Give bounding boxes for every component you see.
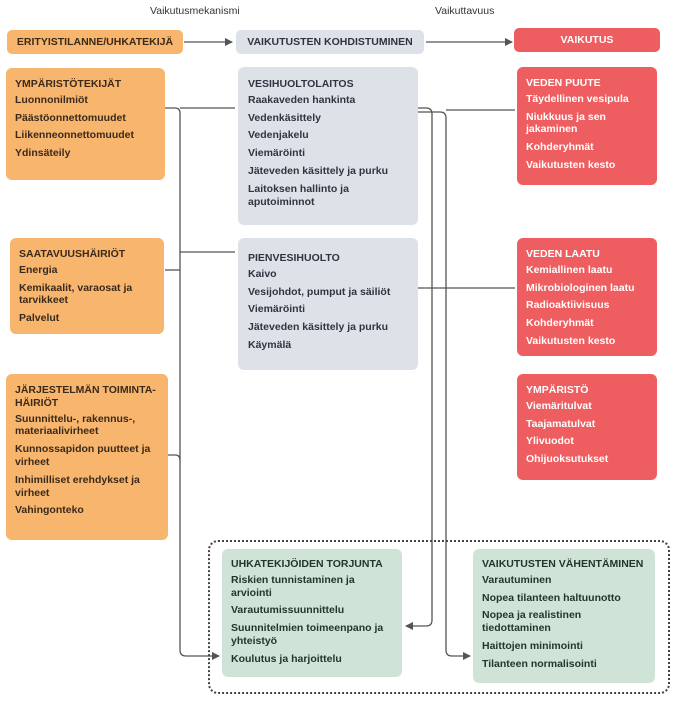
list-item: Kemikaalit, varaosat ja tarvikkeet bbox=[19, 281, 133, 307]
list-item: Vedenjakelu bbox=[248, 129, 309, 142]
target-utility-box: VESIHUOLTOLAITOS Raakaveden hankinta Ved… bbox=[238, 67, 418, 225]
threat-system-box: JÄRJESTELMÄN TOIMINTA-HÄIRIÖT Suunnittel… bbox=[6, 374, 168, 540]
list-item: Kohderyhmät bbox=[526, 141, 594, 154]
response-mitigation-box: VAIKUTUSTEN VÄHENTÄMINEN Varautuminen No… bbox=[473, 549, 655, 683]
list-item: Jäteveden käsittely ja purku bbox=[248, 321, 389, 334]
left-bus-vertical bbox=[179, 113, 220, 660]
list-item: Kaivo bbox=[248, 267, 277, 280]
header-impact: Vaikuttavuus bbox=[435, 5, 495, 17]
impact-shortage-box: VEDEN PUUTE Täydellinen vesipula Niukkuu… bbox=[517, 67, 657, 185]
response-prevention-title: UHKATEKIJÖIDEN TORJUNTA bbox=[231, 558, 383, 570]
target-utility-title: VESIHUOLTOLAITOS bbox=[248, 78, 354, 90]
list-item: Ydinsäteily bbox=[15, 147, 71, 160]
list-item: Viemäritulvat bbox=[526, 399, 592, 412]
list-item: Taajamatulvat bbox=[526, 417, 596, 430]
list-item: Käymälä bbox=[248, 338, 292, 351]
right-bus-vertical bbox=[445, 118, 471, 660]
list-item: Varautumissuunnittelu bbox=[231, 604, 345, 617]
response-mitigation-title: VAIKUTUSTEN VÄHENTÄMINEN bbox=[482, 558, 644, 570]
list-item: Laitoksen hallinto ja aputoiminnot bbox=[248, 182, 349, 208]
impact-shortage-title: VEDEN PUUTE bbox=[526, 77, 601, 89]
list-item: Palvelut bbox=[19, 312, 60, 325]
line-utility-to-shortage bbox=[418, 111, 447, 119]
list-item: Koulutus ja harjoittelu bbox=[231, 652, 342, 665]
target-small-title: PIENVESIHUOLTO bbox=[248, 252, 340, 264]
list-item: Vesijohdot, pumput ja säiliöt bbox=[248, 285, 391, 298]
list-item: Haittojen minimointi bbox=[482, 639, 583, 652]
list-item: Nopea tilanteen haltuunotto bbox=[482, 591, 621, 604]
line-utility-out bbox=[405, 107, 433, 630]
line-system-bus bbox=[168, 454, 181, 461]
list-item: Radioaktiivisuus bbox=[526, 299, 610, 312]
impact-quality-box: VEDEN LAATU Kemiallinen laatu Mikrobiolo… bbox=[517, 238, 657, 356]
list-item: Luonnonilmiöt bbox=[15, 93, 88, 106]
threat-environment-title: YMPÄRISTÖTEKIJÄT bbox=[15, 78, 122, 90]
list-item: Päästöonnettomuudet bbox=[15, 111, 126, 124]
list-item: Vahingonteko bbox=[15, 504, 84, 517]
list-item: Riskien tunnistaminen ja arviointi bbox=[231, 573, 355, 599]
impact-header-pill: VAIKUTUS bbox=[514, 28, 660, 52]
list-item: Varautuminen bbox=[482, 573, 552, 586]
list-item: Niukkuus ja sen jakaminen bbox=[526, 110, 606, 136]
response-container bbox=[208, 540, 670, 694]
impact-quality-title: VEDEN LAATU bbox=[526, 248, 600, 260]
list-item: Kunnossapidon puutteet ja virheet bbox=[15, 443, 151, 468]
list-item: Inhimilliset erehdykset ja virheet bbox=[15, 473, 140, 499]
threat-header-pill: ERITYISTILANNE/UHKATEKIJÄ bbox=[7, 30, 183, 54]
list-item: Nopea ja realistinen tiedottaminen bbox=[482, 609, 582, 635]
list-item: Vaikutusten kesto bbox=[526, 158, 616, 171]
list-item: Kohderyhmät bbox=[526, 317, 594, 330]
header-mechanism: Vaikutusmekanismi bbox=[150, 5, 240, 17]
list-item: Ylivuodot bbox=[526, 435, 574, 448]
impact-environment-title: YMPÄRISTÖ bbox=[526, 384, 589, 396]
target-header-pill: VAIKUTUSTEN KOHDISTUMINEN bbox=[236, 30, 424, 54]
threat-system-title: JÄRJESTELMÄN TOIMINTA-HÄIRIÖT bbox=[15, 384, 156, 409]
list-item: Viemäröinti bbox=[248, 303, 305, 316]
list-item: Kemiallinen laatu bbox=[526, 263, 613, 276]
list-item: Jäteveden käsittely ja purku bbox=[248, 164, 389, 177]
threat-supply-box: SAATAVUUSHÄIRIÖT Energia Kemikaalit, var… bbox=[10, 238, 164, 334]
list-item: Täydellinen vesipula bbox=[526, 92, 629, 105]
list-item: Viemäröinti bbox=[248, 147, 305, 160]
list-item: Mikrobiologinen laatu bbox=[526, 281, 635, 294]
list-item: Energia bbox=[19, 263, 58, 276]
impact-environment-box: YMPÄRISTÖ Viemäritulvat Taajamatulvat Yl… bbox=[517, 374, 657, 480]
list-item: Raakaveden hankinta bbox=[248, 93, 356, 106]
threat-environment-box: YMPÄRISTÖTEKIJÄT Luonnonilmiöt Päästöonn… bbox=[6, 68, 165, 180]
target-small-box: PIENVESIHUOLTO Kaivo Vesijohdot, pumput … bbox=[238, 238, 418, 370]
list-item: Suunnittelu-, rakennus-, materiaalivirhe… bbox=[15, 412, 136, 438]
response-prevention-box: UHKATEKIJÖIDEN TORJUNTA Riskien tunnista… bbox=[222, 549, 402, 677]
list-item: Tilanteen normalisointi bbox=[482, 657, 597, 670]
list-item: Suunnitelmien toimeenpano ja yhteistyö bbox=[231, 622, 384, 647]
list-item: Vaikutusten kesto bbox=[526, 334, 616, 347]
list-item: Vedenkäsittely bbox=[248, 111, 321, 124]
line-environment-bus bbox=[165, 107, 181, 114]
list-item: Ohijuoksutukset bbox=[526, 453, 609, 466]
threat-supply-title: SAATAVUUSHÄIRIÖT bbox=[19, 248, 126, 260]
list-item: Liikenneonnettomuudet bbox=[15, 129, 134, 142]
